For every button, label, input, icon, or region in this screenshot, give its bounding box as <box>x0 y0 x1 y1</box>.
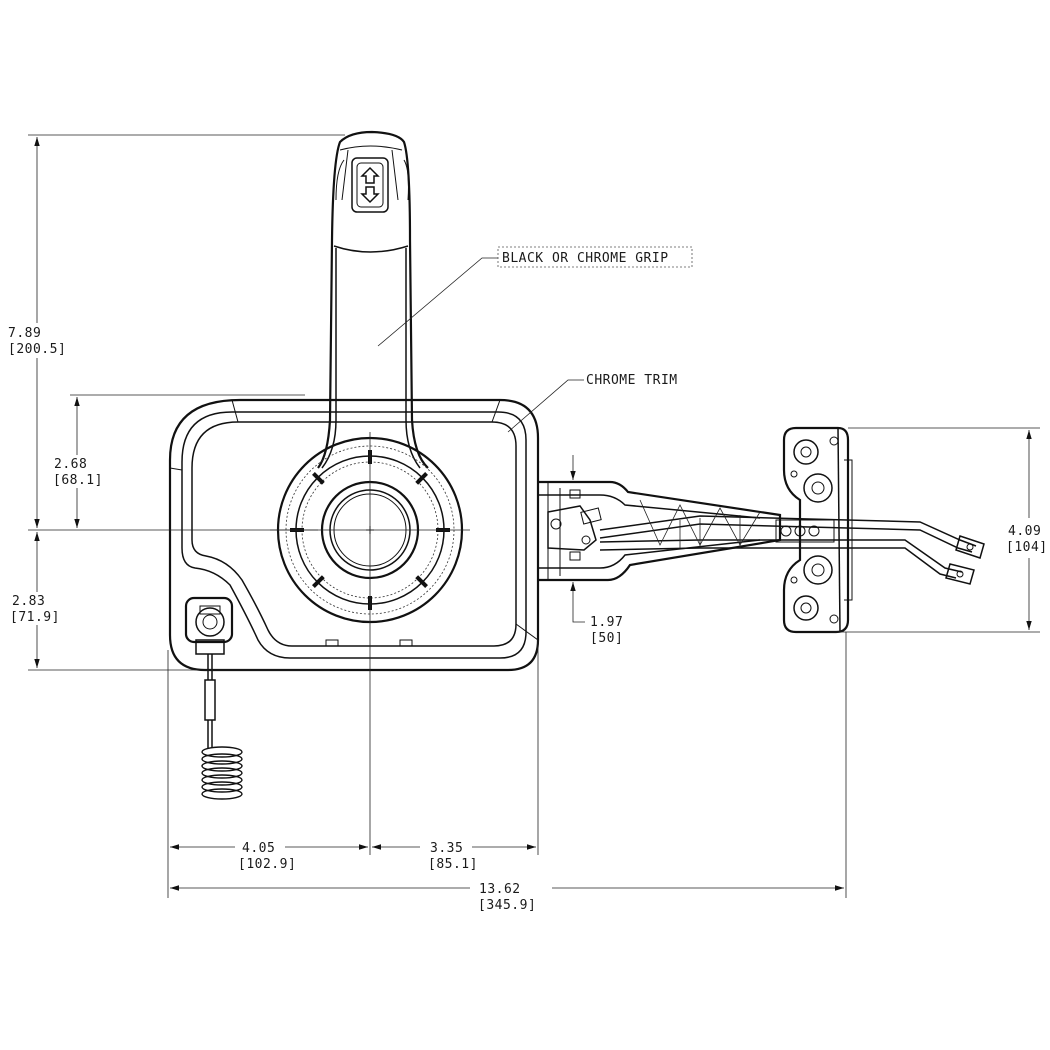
coil-loop <box>201 774 243 786</box>
trim-label: CHROME TRIM <box>586 373 678 388</box>
dim-overall-height-in: 7.89 <box>8 326 41 341</box>
kill-switch-lanyard <box>184 596 243 800</box>
leaders <box>377 257 584 433</box>
dim-arm-height-in: 1.97 <box>590 615 623 630</box>
coil-loop <box>201 781 243 793</box>
dim-upper-height-in: 2.68 <box>54 457 87 472</box>
dim-right-width-in: 3.35 <box>430 841 463 856</box>
arrow-down-icon <box>360 186 380 204</box>
dim-upper-height-mm: [68.1] <box>53 473 103 488</box>
dim-overall-width-mm: [345.9] <box>478 898 536 913</box>
detent-mark <box>415 472 428 485</box>
coil-loop <box>201 767 243 779</box>
dim-left-width-in: 4.05 <box>242 841 275 856</box>
inner-panel <box>191 421 517 647</box>
chrome-trim <box>181 411 527 659</box>
arrow-up-icon <box>360 166 380 184</box>
coil-loop <box>201 746 243 758</box>
coiled-cord <box>201 746 243 800</box>
trim-switch <box>351 157 389 213</box>
grip-label: BLACK OR CHROME GRIP <box>502 251 669 266</box>
detent-mark <box>312 575 325 588</box>
dim-right-width-mm: [85.1] <box>428 857 478 872</box>
detent-mark <box>312 472 325 485</box>
dimension-lines <box>34 137 1032 891</box>
lever-handle <box>317 130 429 469</box>
dim-bracket-height-in: 4.09 <box>1008 524 1041 539</box>
extension-lines <box>28 134 1040 898</box>
dim-overall-width-in: 13.62 <box>479 882 521 897</box>
dim-lower-height-mm: [71.9] <box>10 610 60 625</box>
dim-overall-height-mm: [200.5] <box>8 342 66 357</box>
dim-lower-height-in: 2.83 <box>12 594 45 609</box>
coil-loop <box>201 760 243 772</box>
mounting-bracket <box>775 426 853 634</box>
coil-loop <box>201 788 243 800</box>
detent-mark <box>415 575 428 588</box>
dim-arm-height-mm: [50] <box>590 631 623 646</box>
dim-left-width-mm: [102.9] <box>238 857 296 872</box>
mounting-arm <box>538 480 985 585</box>
coil-loop <box>201 753 243 765</box>
dim-bracket-height-mm: [104] <box>1006 540 1048 555</box>
grip-label-box <box>497 246 693 268</box>
